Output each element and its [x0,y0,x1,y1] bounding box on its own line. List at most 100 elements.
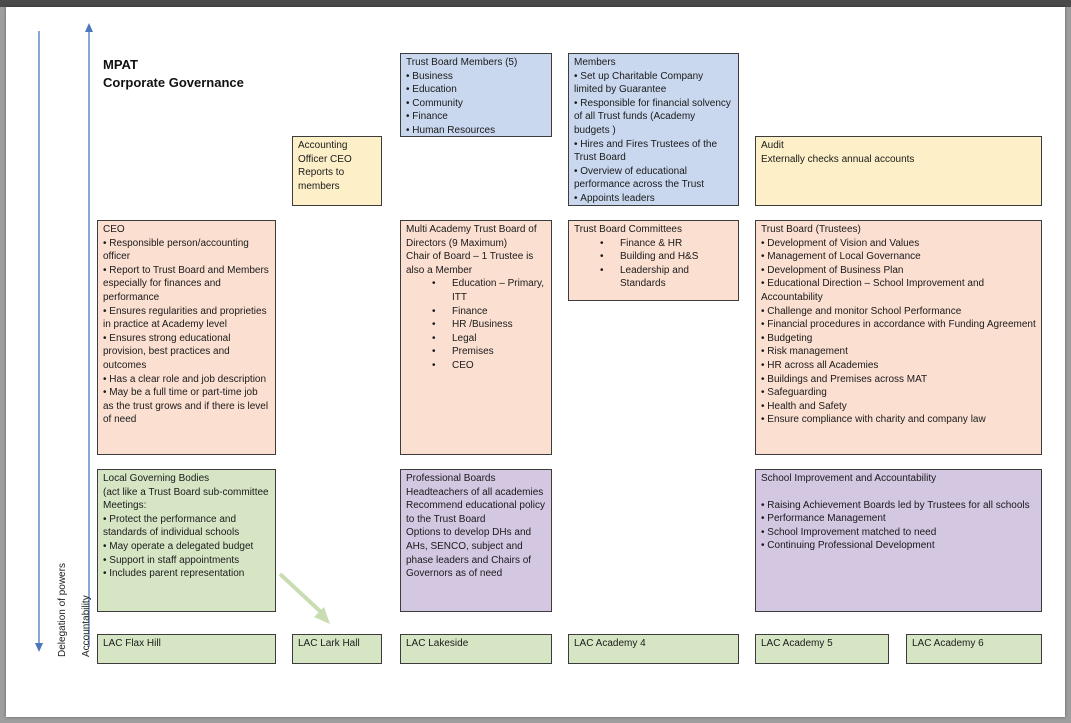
arrows-layer [35,23,330,652]
ceo-box: CEO Responsible person/accounting office… [97,220,276,455]
list-item: Responsible for financial solvency of al… [574,97,733,138]
list-item: May operate a delegated budget [103,540,270,554]
school-improvement-title: School Improvement and Accountability [761,473,937,484]
list-item: Premises [432,345,546,359]
lac-lakeside: LAC Lakeside [400,634,552,664]
lgb-note: (act like a Trust Board sub-committee [103,486,269,498]
title-line-1: MPAT [103,57,138,72]
committees-title: Trust Board Committees [574,224,682,235]
professional-boards-line: Headteachers of all academies [406,486,544,498]
lac-label: LAC Academy 6 [912,638,984,649]
spacer [761,486,1036,499]
list-item: Safeguarding [761,386,1036,400]
delegation-arrow-head [35,643,43,652]
school-improvement-list: Raising Achievement Boards led by Truste… [761,499,1036,553]
trust-board-box: Trust Board (Trustees) Development of Vi… [755,220,1042,455]
list-item: Continuing Professional Development [761,539,1036,553]
lac-academy-6: LAC Academy 6 [906,634,1042,664]
page-title: MPAT Corporate Governance [103,56,244,92]
mat-board-box: Multi Academy Trust Board of Directors (… [400,220,552,455]
lac-label: LAC Academy 5 [761,638,833,649]
list-item: Includes parent representation [103,567,270,581]
list-item: Legal [432,332,546,346]
list-item: Management of Local Governance [761,250,1036,264]
lac-flax-hill: LAC Flax Hill [97,634,276,664]
audit-box: Audit Externally checks annual accounts [755,136,1042,206]
members-title: Members [574,57,616,68]
accountability-arrow-head [85,23,93,32]
list-item: Risk management [761,345,1036,359]
lac-lark-hall: LAC Lark Hall [292,634,382,664]
list-item: Set up Charitable Company limited by Gua… [574,70,733,97]
list-item: Community [406,97,546,111]
trust-board-members-title: Trust Board Members (5) [406,57,518,68]
list-item: Development of Business Plan [761,264,1036,278]
lgb-title: Local Governing Bodies [103,473,210,484]
list-item: Has a clear role and job description [103,373,270,387]
committees-list: Finance & HR Building and H&S Leadership… [574,237,733,291]
trust-board-title: Trust Board (Trustees) [761,224,861,235]
document-page: Delegation of powers Accountability MPAT… [6,7,1065,717]
list-item: Finance [406,110,546,124]
list-item: Budgeting [761,332,1036,346]
list-item: Raising Achievement Boards led by Truste… [761,499,1036,513]
accountability-label: Accountability [81,595,92,657]
lac-academy-4: LAC Academy 4 [568,634,739,664]
accounting-officer-text: Accounting Officer CEO Reports to member… [298,140,352,192]
members-list: Set up Charitable Company limited by Gua… [574,70,733,205]
school-improvement-box: School Improvement and Accountability Ra… [755,469,1042,612]
list-item: Ensure compliance with charity and compa… [761,413,1036,427]
title-line-2: Corporate Governance [103,75,244,90]
lac-label: LAC Lark Hall [298,638,360,649]
list-item: Finance & HR [600,237,733,251]
list-item: Responsible person/accounting officer [103,237,270,264]
list-item: HR across all Academies [761,359,1036,373]
list-item: School Improvement matched to need [761,526,1036,540]
list-item: Buildings and Premises across MAT [761,373,1036,387]
lac-label: LAC Lakeside [406,638,469,649]
mat-board-subtitle: Chair of Board – 1 Trustee is also a Mem… [406,251,534,276]
professional-boards-box: Professional Boards Headteachers of all … [400,469,552,612]
lac-label: LAC Flax Hill [103,638,161,649]
lgb-meetings: Meetings: [103,500,147,512]
list-item: May be a full time or part-time job as t… [103,386,270,427]
ceo-title: CEO [103,224,125,235]
list-item: CEO [432,359,546,373]
list-item: Development of Vision and Values [761,237,1036,251]
list-item: Education – Primary, ITT [432,277,546,304]
list-item: Performance Management [761,512,1036,526]
list-item: Challenge and monitor School Performance [761,305,1036,319]
mat-board-list: Education – Primary, ITT Finance HR /Bus… [406,277,546,372]
lgb-box: Local Governing Bodies (act like a Trust… [97,469,276,612]
professional-boards-line: Recommend educational policy to the Trus… [406,500,545,525]
audit-text: Externally checks annual accounts [761,153,915,165]
list-item: Building and H&S [600,250,733,264]
list-item: Support in staff appointments [103,554,270,568]
accounting-officer-box: Accounting Officer CEO Reports to member… [292,136,382,206]
list-item: HR /Business [432,318,546,332]
professional-boards-line: Professional Boards [406,473,496,484]
list-item: Finance [432,305,546,319]
lgb-to-lac-arrow-head [314,607,330,624]
committees-box: Trust Board Committees Finance & HR Buil… [568,220,739,301]
list-item: Health and Safety [761,400,1036,414]
audit-title: Audit [761,140,784,151]
members-box: Members Set up Charitable Company limite… [568,53,739,206]
mat-board-title: Multi Academy Trust Board of Directors (… [406,224,537,249]
list-item: Human Resources [406,124,546,136]
trust-board-members-box: Trust Board Members (5) Business Educati… [400,53,552,137]
list-item: Financial procedures in accordance with … [761,318,1036,332]
list-item: Leadership and Standards [600,264,733,291]
list-item: Protect the performance and standards of… [103,513,270,540]
list-item: Ensures regularities and proprieties in … [103,305,270,332]
list-item: Overview of educational performance acro… [574,165,733,192]
viewer-top-bar [0,0,1071,7]
trust-board-members-list: Business Education Community Finance Hum… [406,70,546,136]
list-item: Education [406,83,546,97]
list-item: Business [406,70,546,84]
lac-label: LAC Academy 4 [574,638,646,649]
list-item: Report to Trust Board and Members especi… [103,264,270,305]
list-item: Hires and Fires Trustees of the Trust Bo… [574,138,733,165]
lgb-to-lac-arrow [278,572,324,615]
list-item: Ensures strong educational provision, be… [103,332,270,373]
